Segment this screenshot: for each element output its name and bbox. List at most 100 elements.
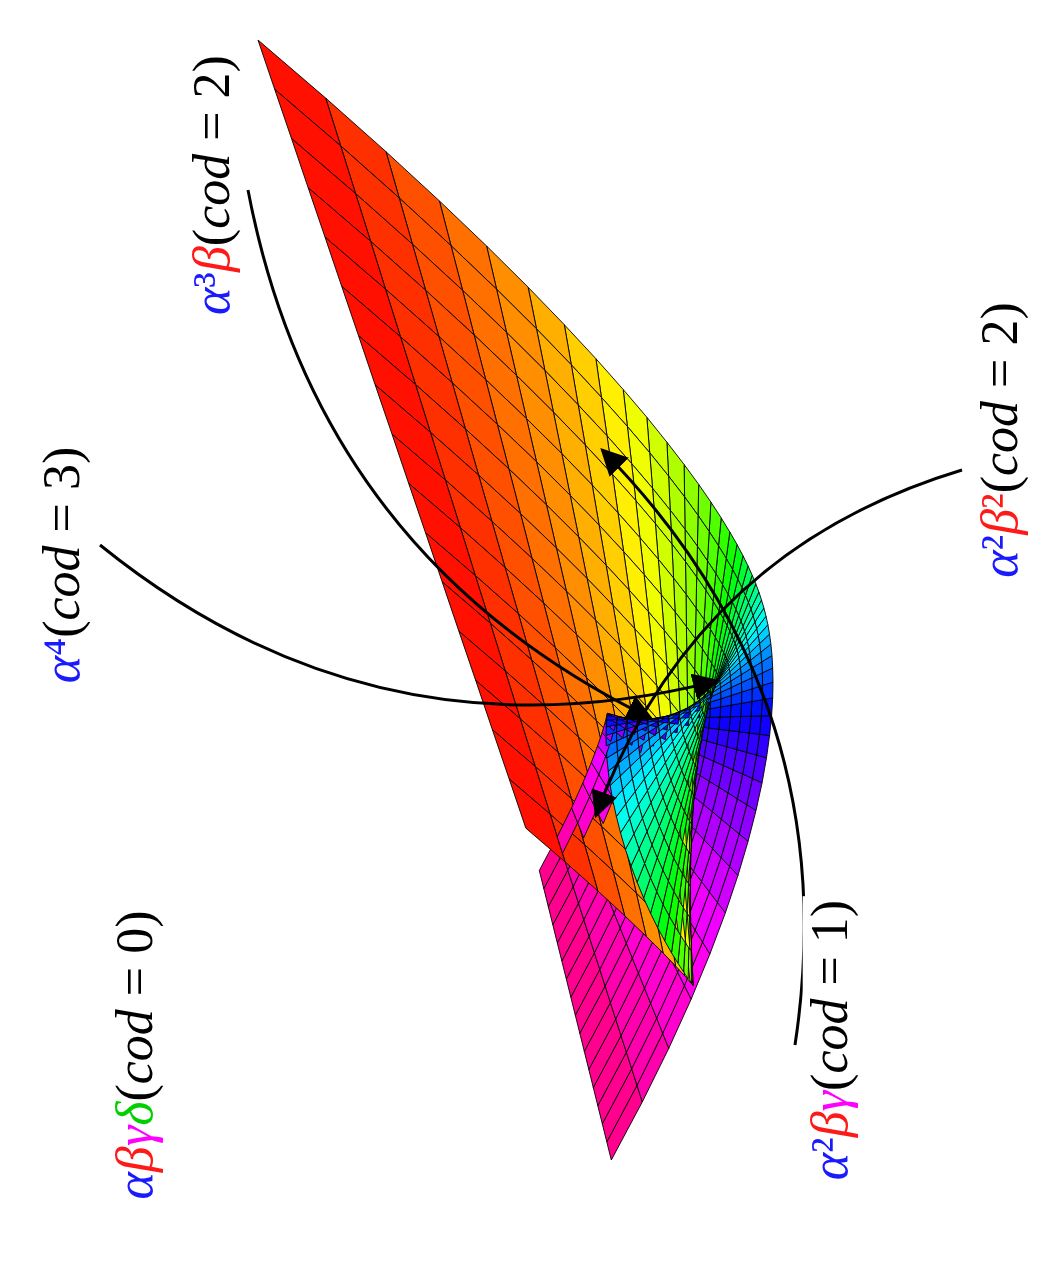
surface-patch <box>690 700 700 710</box>
surface-patch <box>709 717 720 729</box>
label-glyph <box>106 954 163 967</box>
label-glyph: d <box>33 545 90 571</box>
label-glyph: β <box>971 509 1028 535</box>
label-glyph: ( <box>33 620 90 637</box>
label-glyph: d <box>106 1009 163 1035</box>
label-glyph: ( <box>971 476 1028 493</box>
label-glyph: c <box>183 206 240 229</box>
label-glyph <box>801 985 858 998</box>
label-glyph: c <box>106 1061 163 1084</box>
label-glyph: β <box>801 1111 858 1137</box>
singularity-label: α²βγ(cod = 1) <box>803 896 858 1184</box>
surface-patch <box>751 700 762 717</box>
surface-patch <box>679 708 690 720</box>
label-glyph: d <box>971 401 1028 427</box>
leader-line <box>248 190 651 719</box>
label-glyph: ² <box>971 493 1028 509</box>
label-glyph <box>971 388 1028 401</box>
surface-patch <box>741 702 752 717</box>
label-glyph <box>183 98 240 111</box>
singularity-label: α⁴(cod = 3) <box>35 443 90 688</box>
surface-patch <box>658 716 668 719</box>
label-glyph: o <box>106 1035 163 1061</box>
surface-patch <box>617 716 627 722</box>
label-glyph: ) <box>183 55 240 72</box>
label-glyph: d <box>183 154 240 180</box>
label-glyph: α <box>106 1172 163 1199</box>
surface-patch <box>690 700 700 712</box>
surface-patch <box>700 692 710 701</box>
surface-patch <box>627 718 637 722</box>
label-glyph: 3 <box>33 464 90 490</box>
label-glyph: 2 <box>183 72 240 98</box>
label-glyph: β <box>183 246 240 272</box>
label-glyph <box>801 943 858 956</box>
surface-patch <box>617 716 627 719</box>
swallowtail-surface <box>258 40 773 1160</box>
surface-patch <box>700 691 710 700</box>
label-glyph: = <box>33 503 90 532</box>
surface-patch <box>729 716 741 731</box>
surface-patch <box>679 707 689 716</box>
label-glyph: = <box>183 111 240 140</box>
label-glyph: ² <box>801 1137 858 1153</box>
label-glyph: ⁴ <box>33 638 90 656</box>
label-glyph: ² <box>971 535 1028 551</box>
leader-line <box>100 545 717 705</box>
surface-patch <box>658 716 668 719</box>
label-glyph: ( <box>801 1074 858 1091</box>
surface-patch <box>509 779 565 862</box>
label-glyph: ³ <box>183 272 240 288</box>
label-glyph: = <box>106 967 163 996</box>
label-glyph: ) <box>33 447 90 464</box>
surface-patch <box>700 691 710 702</box>
label-glyph: ) <box>801 900 858 917</box>
label-glyph: o <box>801 1024 858 1050</box>
label-glyph: o <box>971 427 1028 453</box>
leader-line <box>602 450 804 1045</box>
surface-patch <box>679 707 689 712</box>
label-glyph <box>33 490 90 503</box>
surface-patch <box>627 718 637 720</box>
label-glyph: γ <box>801 1091 858 1112</box>
surface-patch <box>700 691 710 704</box>
label-glyph: ) <box>971 302 1028 319</box>
label-glyph: ) <box>106 911 163 928</box>
label-glyph: ( <box>183 229 240 246</box>
label-glyph: γ <box>106 1126 163 1147</box>
label-glyph: α <box>971 550 1028 577</box>
singularity-label: α²β²(cod = 2) <box>973 298 1028 581</box>
leader-line <box>596 470 962 816</box>
label-glyph: 1 <box>801 917 858 943</box>
surface-patch <box>669 712 680 716</box>
surface-patch <box>617 717 628 720</box>
label-glyph: c <box>33 597 90 620</box>
label-glyph: = <box>801 956 858 985</box>
label-glyph <box>106 996 163 1009</box>
singularity-label: α³β(cod = 2) <box>185 51 240 319</box>
surface-patch <box>679 707 689 713</box>
singularity-label: αβγδ(cod = 0) <box>108 907 163 1204</box>
label-glyph <box>183 141 240 154</box>
surface-patch <box>690 700 700 708</box>
label-glyph: c <box>971 453 1028 476</box>
surface-patch <box>719 717 731 731</box>
label-glyph: α <box>801 1153 858 1180</box>
label-glyph: = <box>971 359 1028 388</box>
label-glyph: o <box>33 571 90 597</box>
label-glyph: c <box>801 1050 858 1073</box>
surface-patch <box>669 712 680 720</box>
surface-patch <box>658 716 669 722</box>
surface-patch <box>690 700 700 707</box>
label-glyph: d <box>801 998 858 1024</box>
surface-patch <box>669 712 680 717</box>
label-glyph: o <box>183 180 240 206</box>
label-glyph: ( <box>106 1084 163 1101</box>
label-glyph: β <box>106 1146 163 1172</box>
label-glyph: 2 <box>971 320 1028 346</box>
surface-patch <box>607 714 617 723</box>
label-glyph: δ <box>106 1102 163 1126</box>
surface-patch <box>607 713 617 718</box>
label-glyph: α <box>183 288 240 315</box>
